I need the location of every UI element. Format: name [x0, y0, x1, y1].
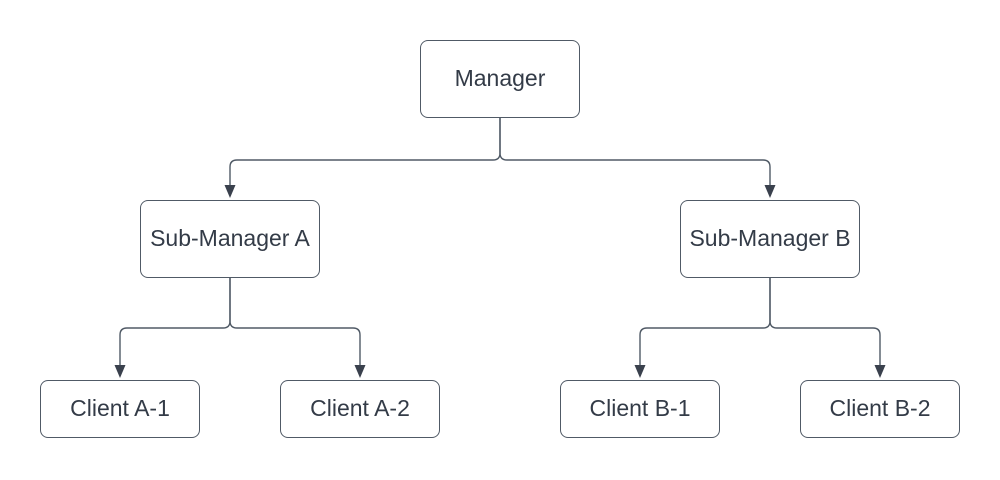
node-sub-a: Sub-Manager A: [140, 200, 320, 278]
edge-manager-to-sub-a: [229, 118, 501, 187]
node-label-client-a1: Client A-1: [70, 395, 170, 422]
node-label-sub-b: Sub-Manager B: [689, 225, 851, 252]
edge-manager-to-sub-b: [499, 118, 771, 187]
node-client-a2: Client A-2: [280, 380, 440, 438]
node-label-sub-a: Sub-Manager A: [150, 225, 310, 252]
node-sub-b: Sub-Manager B: [680, 200, 860, 278]
node-client-b2: Client B-2: [800, 380, 960, 438]
node-label-client-b2: Client B-2: [829, 395, 931, 422]
node-label-client-a2: Client A-2: [310, 395, 410, 422]
node-label-client-b1: Client B-1: [589, 395, 691, 422]
edge-sub-a-to-client-a1: [119, 278, 231, 367]
node-label-manager: Manager: [454, 65, 546, 92]
arrowhead-icon: [874, 365, 886, 378]
arrowhead-icon: [224, 185, 236, 198]
arrowhead-icon: [354, 365, 366, 378]
node-manager: Manager: [420, 40, 580, 118]
arrowhead-icon: [114, 365, 126, 378]
edge-sub-b-to-client-b2: [769, 278, 881, 367]
arrowhead-icon: [634, 365, 646, 378]
edge-sub-a-to-client-a2: [229, 278, 361, 367]
node-client-b1: Client B-1: [560, 380, 720, 438]
arrowhead-icon: [764, 185, 776, 198]
node-client-a1: Client A-1: [40, 380, 200, 438]
edge-sub-b-to-client-b1: [639, 278, 771, 367]
